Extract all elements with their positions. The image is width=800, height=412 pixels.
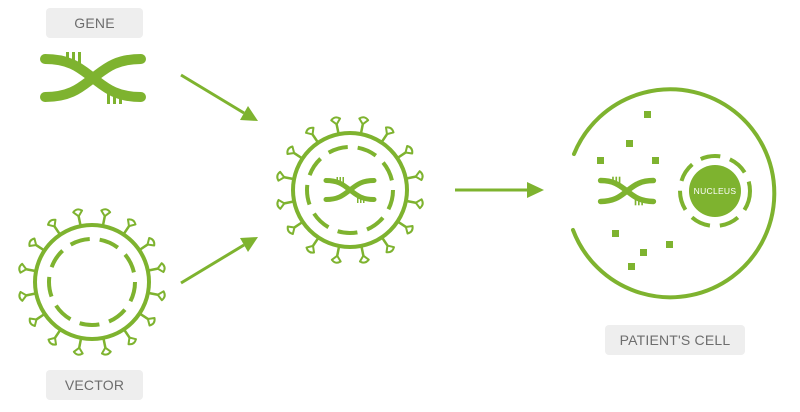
patient-cell-icon: NUCLEUS xyxy=(571,87,777,300)
cell-dna-icon xyxy=(601,177,654,206)
arrow-icon-vector-to-virus xyxy=(180,237,258,285)
nucleus-label: NUCLEUS xyxy=(694,186,737,196)
nucleus-icon: NUCLEUS xyxy=(678,154,752,228)
gene-label: GENE xyxy=(46,8,143,38)
arrow-icon-virus-to-cell xyxy=(455,182,544,198)
arrow-icon-gene-to-virus xyxy=(180,73,258,121)
vector-virus-icon xyxy=(17,207,167,357)
vector-label: VECTOR xyxy=(46,370,143,400)
gene-dna-icon xyxy=(45,52,141,104)
loaded-virus-icon xyxy=(275,115,425,265)
patient-cell-label: PATIENT'S CELL xyxy=(605,325,745,355)
cell-particles xyxy=(597,111,673,270)
